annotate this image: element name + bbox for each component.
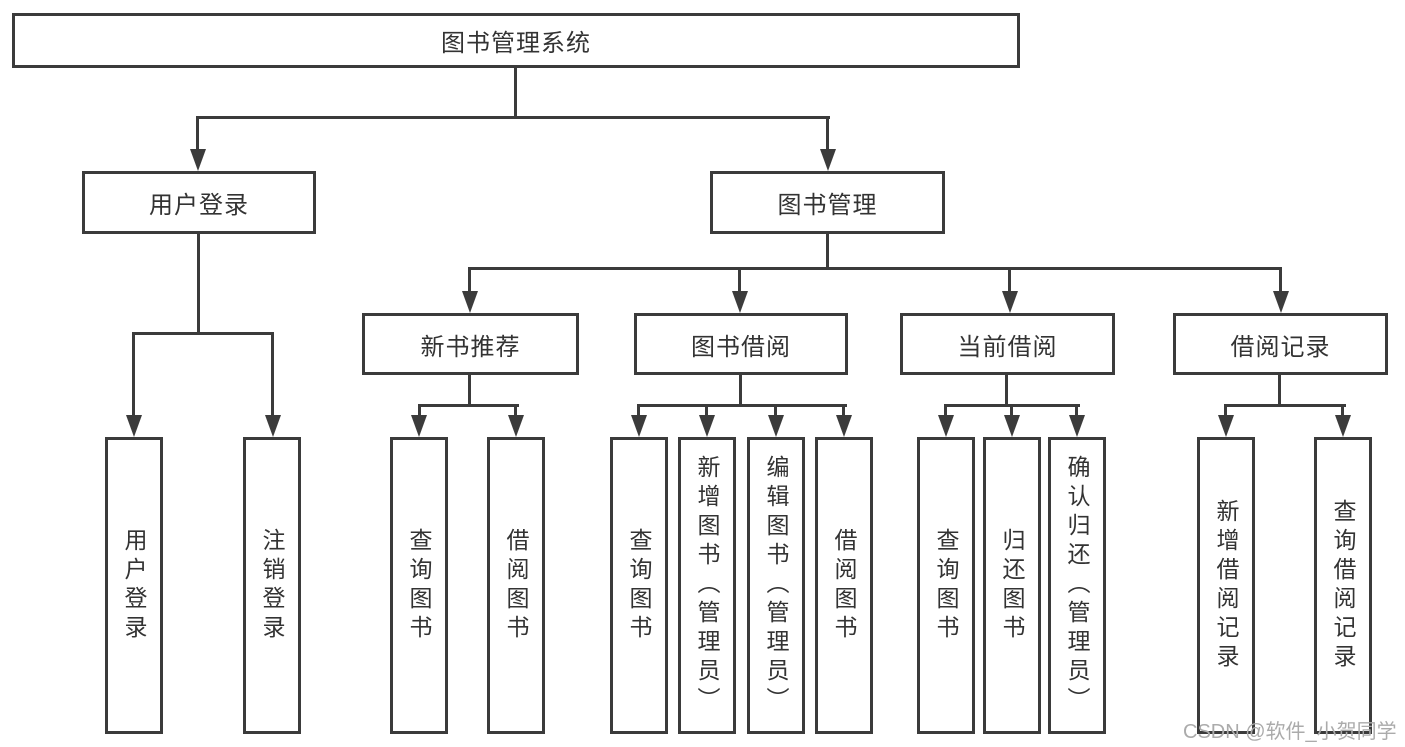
- connector-stub-D1: [1341, 404, 1344, 417]
- connector-stub-current: [1008, 267, 1011, 293]
- node-current-borrow: 当前借阅: [900, 313, 1115, 375]
- node-label: 查询图书: [933, 527, 959, 644]
- connector-bus-level3: [468, 267, 1282, 270]
- node-leaf-add-borrow-record: 新增借阅记录: [1197, 437, 1255, 734]
- connector-stub-B0: [637, 404, 640, 417]
- connector-stub-B3: [842, 404, 845, 417]
- arrow-down-icon: [732, 291, 748, 313]
- node-label: 新书推荐: [420, 333, 521, 361]
- connector-bus-groupB: [637, 404, 847, 407]
- node-label: 用户登录: [121, 527, 147, 644]
- node-leaf-edit-book-admin: 编辑图书（管理员）: [747, 437, 805, 734]
- node-label: 注销登录: [259, 527, 285, 644]
- connector-bus-groupD: [1224, 404, 1346, 407]
- node-label: 图书管理系统: [441, 30, 591, 57]
- arrow-down-icon: [462, 291, 478, 313]
- arrow-down-icon: [938, 415, 954, 437]
- connector-stub-C2: [1075, 404, 1078, 417]
- arrow-down-icon: [768, 415, 784, 437]
- node-label: 编辑图书（管理员）: [763, 455, 789, 716]
- node-leaf-logout: 注销登录: [243, 437, 301, 734]
- node-label: 图书借阅: [691, 333, 791, 361]
- connector-stub-C1: [1010, 404, 1013, 417]
- connector-stub-A0: [418, 404, 421, 417]
- connector-stub-login-1: [271, 332, 274, 415]
- node-leaf-borrow-book-B: 借阅图书: [815, 437, 873, 734]
- node-leaf-query-book-C: 查询图书: [917, 437, 975, 734]
- arrow-down-icon: [190, 149, 206, 171]
- connector-stub-A1: [514, 404, 517, 417]
- node-label: 借阅记录: [1230, 333, 1331, 361]
- node-leaf-user-login: 用户登录: [105, 437, 163, 734]
- node-label: 确认归还（管理员）: [1064, 455, 1090, 716]
- node-new-book-recommend: 新书推荐: [362, 313, 579, 375]
- connector-groupB-down: [739, 375, 742, 407]
- connector-stub-login-0: [132, 332, 135, 415]
- node-leaf-borrow-book-A: 借阅图书: [487, 437, 545, 734]
- connector-groupA-down: [468, 375, 471, 407]
- node-label: 借阅图书: [503, 527, 529, 644]
- node-user-login: 用户登录: [82, 171, 316, 234]
- connector-bus-groupA: [418, 404, 519, 407]
- arrow-down-icon: [1273, 291, 1289, 313]
- node-label: 归还图书: [999, 527, 1025, 644]
- arrow-down-icon: [1069, 415, 1085, 437]
- connector-bus-login: [132, 332, 274, 335]
- arrow-down-icon: [1335, 415, 1351, 437]
- connector-stub-user-login: [196, 116, 199, 151]
- arrow-down-icon: [265, 415, 281, 437]
- node-leaf-return-book: 归还图书: [983, 437, 1041, 734]
- node-leaf-confirm-return-admin: 确认归还（管理员）: [1048, 437, 1106, 734]
- node-label: 查询借阅记录: [1330, 498, 1356, 673]
- arrow-down-icon: [820, 149, 836, 171]
- connector-root-down: [514, 68, 517, 118]
- node-leaf-query-book-B: 查询图书: [610, 437, 668, 734]
- arrow-down-icon: [1002, 291, 1018, 313]
- node-leaf-add-book-admin: 新增图书（管理员）: [678, 437, 736, 734]
- node-book-management: 图书管理: [710, 171, 945, 234]
- connector-stub-borrow: [738, 267, 741, 293]
- node-book-borrow: 图书借阅: [634, 313, 848, 375]
- connector-mgmt-down: [826, 234, 829, 270]
- connector-bus-level2: [196, 116, 830, 119]
- arrow-down-icon: [699, 415, 715, 437]
- connector-login-down: [197, 234, 200, 335]
- connector-stub-D0: [1224, 404, 1227, 417]
- connector-stub-record: [1279, 267, 1282, 293]
- node-label: 新增借阅记录: [1213, 498, 1239, 673]
- node-label: 借阅图书: [831, 527, 857, 644]
- connector-stub-B2: [774, 404, 777, 417]
- node-label: 查询图书: [406, 527, 432, 644]
- connector-stub-newbook: [468, 267, 471, 293]
- arrow-down-icon: [411, 415, 427, 437]
- arrow-down-icon: [508, 415, 524, 437]
- arrow-down-icon: [1004, 415, 1020, 437]
- node-label: 用户登录: [149, 192, 249, 219]
- connector-groupC-down: [1005, 375, 1008, 407]
- node-leaf-query-borrow-record: 查询借阅记录: [1314, 437, 1372, 734]
- csdn-watermark: CSDN @软件_小贺同学: [1183, 721, 1397, 743]
- arrow-down-icon: [631, 415, 647, 437]
- connector-stub-B1: [705, 404, 708, 417]
- node-label: 查询图书: [626, 527, 652, 644]
- node-label: 当前借阅: [957, 333, 1058, 361]
- connector-stub-C0: [944, 404, 947, 417]
- node-leaf-query-book-A: 查询图书: [390, 437, 448, 734]
- connector-groupD-down: [1278, 375, 1281, 407]
- node-label: 图书管理: [777, 192, 878, 219]
- node-book-management-system: 图书管理系统: [12, 13, 1020, 68]
- connector-stub-book-mgmt: [826, 116, 829, 151]
- arrow-down-icon: [1218, 415, 1234, 437]
- node-borrow-record: 借阅记录: [1173, 313, 1388, 375]
- node-label: 新增图书（管理员）: [694, 455, 720, 716]
- arrow-down-icon: [126, 415, 142, 437]
- arrow-down-icon: [836, 415, 852, 437]
